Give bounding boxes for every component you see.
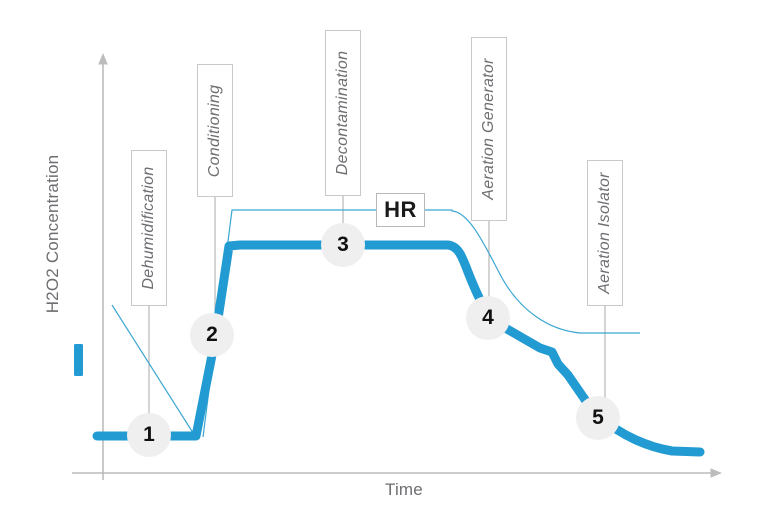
y-axis-label: H2O2 Concentration	[43, 154, 62, 314]
x-axis-arrow-icon	[710, 468, 722, 478]
step-marker-1[interactable]: 1	[127, 413, 171, 457]
step-marker-2-label: 2	[206, 322, 218, 346]
callout-conditioning[interactable]: Conditioning	[197, 64, 233, 197]
step-marker-3-label: 3	[337, 232, 349, 256]
step-marker-4-label: 4	[482, 305, 494, 329]
axes-group	[72, 53, 722, 480]
callout-decontamination[interactable]: Decontamination	[325, 30, 361, 196]
y-axis-arrow-icon	[98, 53, 108, 65]
callout-conditioning-label: Conditioning	[206, 84, 223, 177]
callout-dehumidification-label: Dehumidification	[140, 166, 157, 290]
hr-series	[111, 209, 640, 438]
step-marker-2[interactable]: 2	[190, 313, 234, 357]
hr-line-rise-plateau-decay	[202, 209, 640, 438]
callout-dehumidification[interactable]: Dehumidification	[131, 150, 167, 306]
h2o2-concentration-swatch	[74, 344, 83, 376]
step-marker-5-label: 5	[592, 405, 604, 429]
hr-line-descend	[111, 304, 196, 437]
leader-lines-group	[148, 196, 606, 416]
callout-aeration-generator-label: Aeration Generator	[480, 58, 497, 200]
callout-aeration-generator[interactable]: Aeration Generator	[471, 37, 507, 221]
callout-aeration-isolator-label: Aeration Isolator	[596, 172, 613, 294]
callout-aeration-isolator[interactable]: Aeration Isolator	[587, 160, 623, 306]
callout-hr[interactable]: HR	[376, 193, 425, 227]
step-marker-3[interactable]: 3	[321, 223, 365, 267]
step-marker-5[interactable]: 5	[576, 396, 620, 440]
step-marker-4[interactable]: 4	[466, 296, 510, 340]
x-axis-label: Time	[385, 480, 423, 499]
step-marker-1-label: 1	[143, 422, 155, 446]
hr-label: HR	[384, 197, 417, 222]
callout-decontamination-label: Decontamination	[334, 50, 351, 176]
